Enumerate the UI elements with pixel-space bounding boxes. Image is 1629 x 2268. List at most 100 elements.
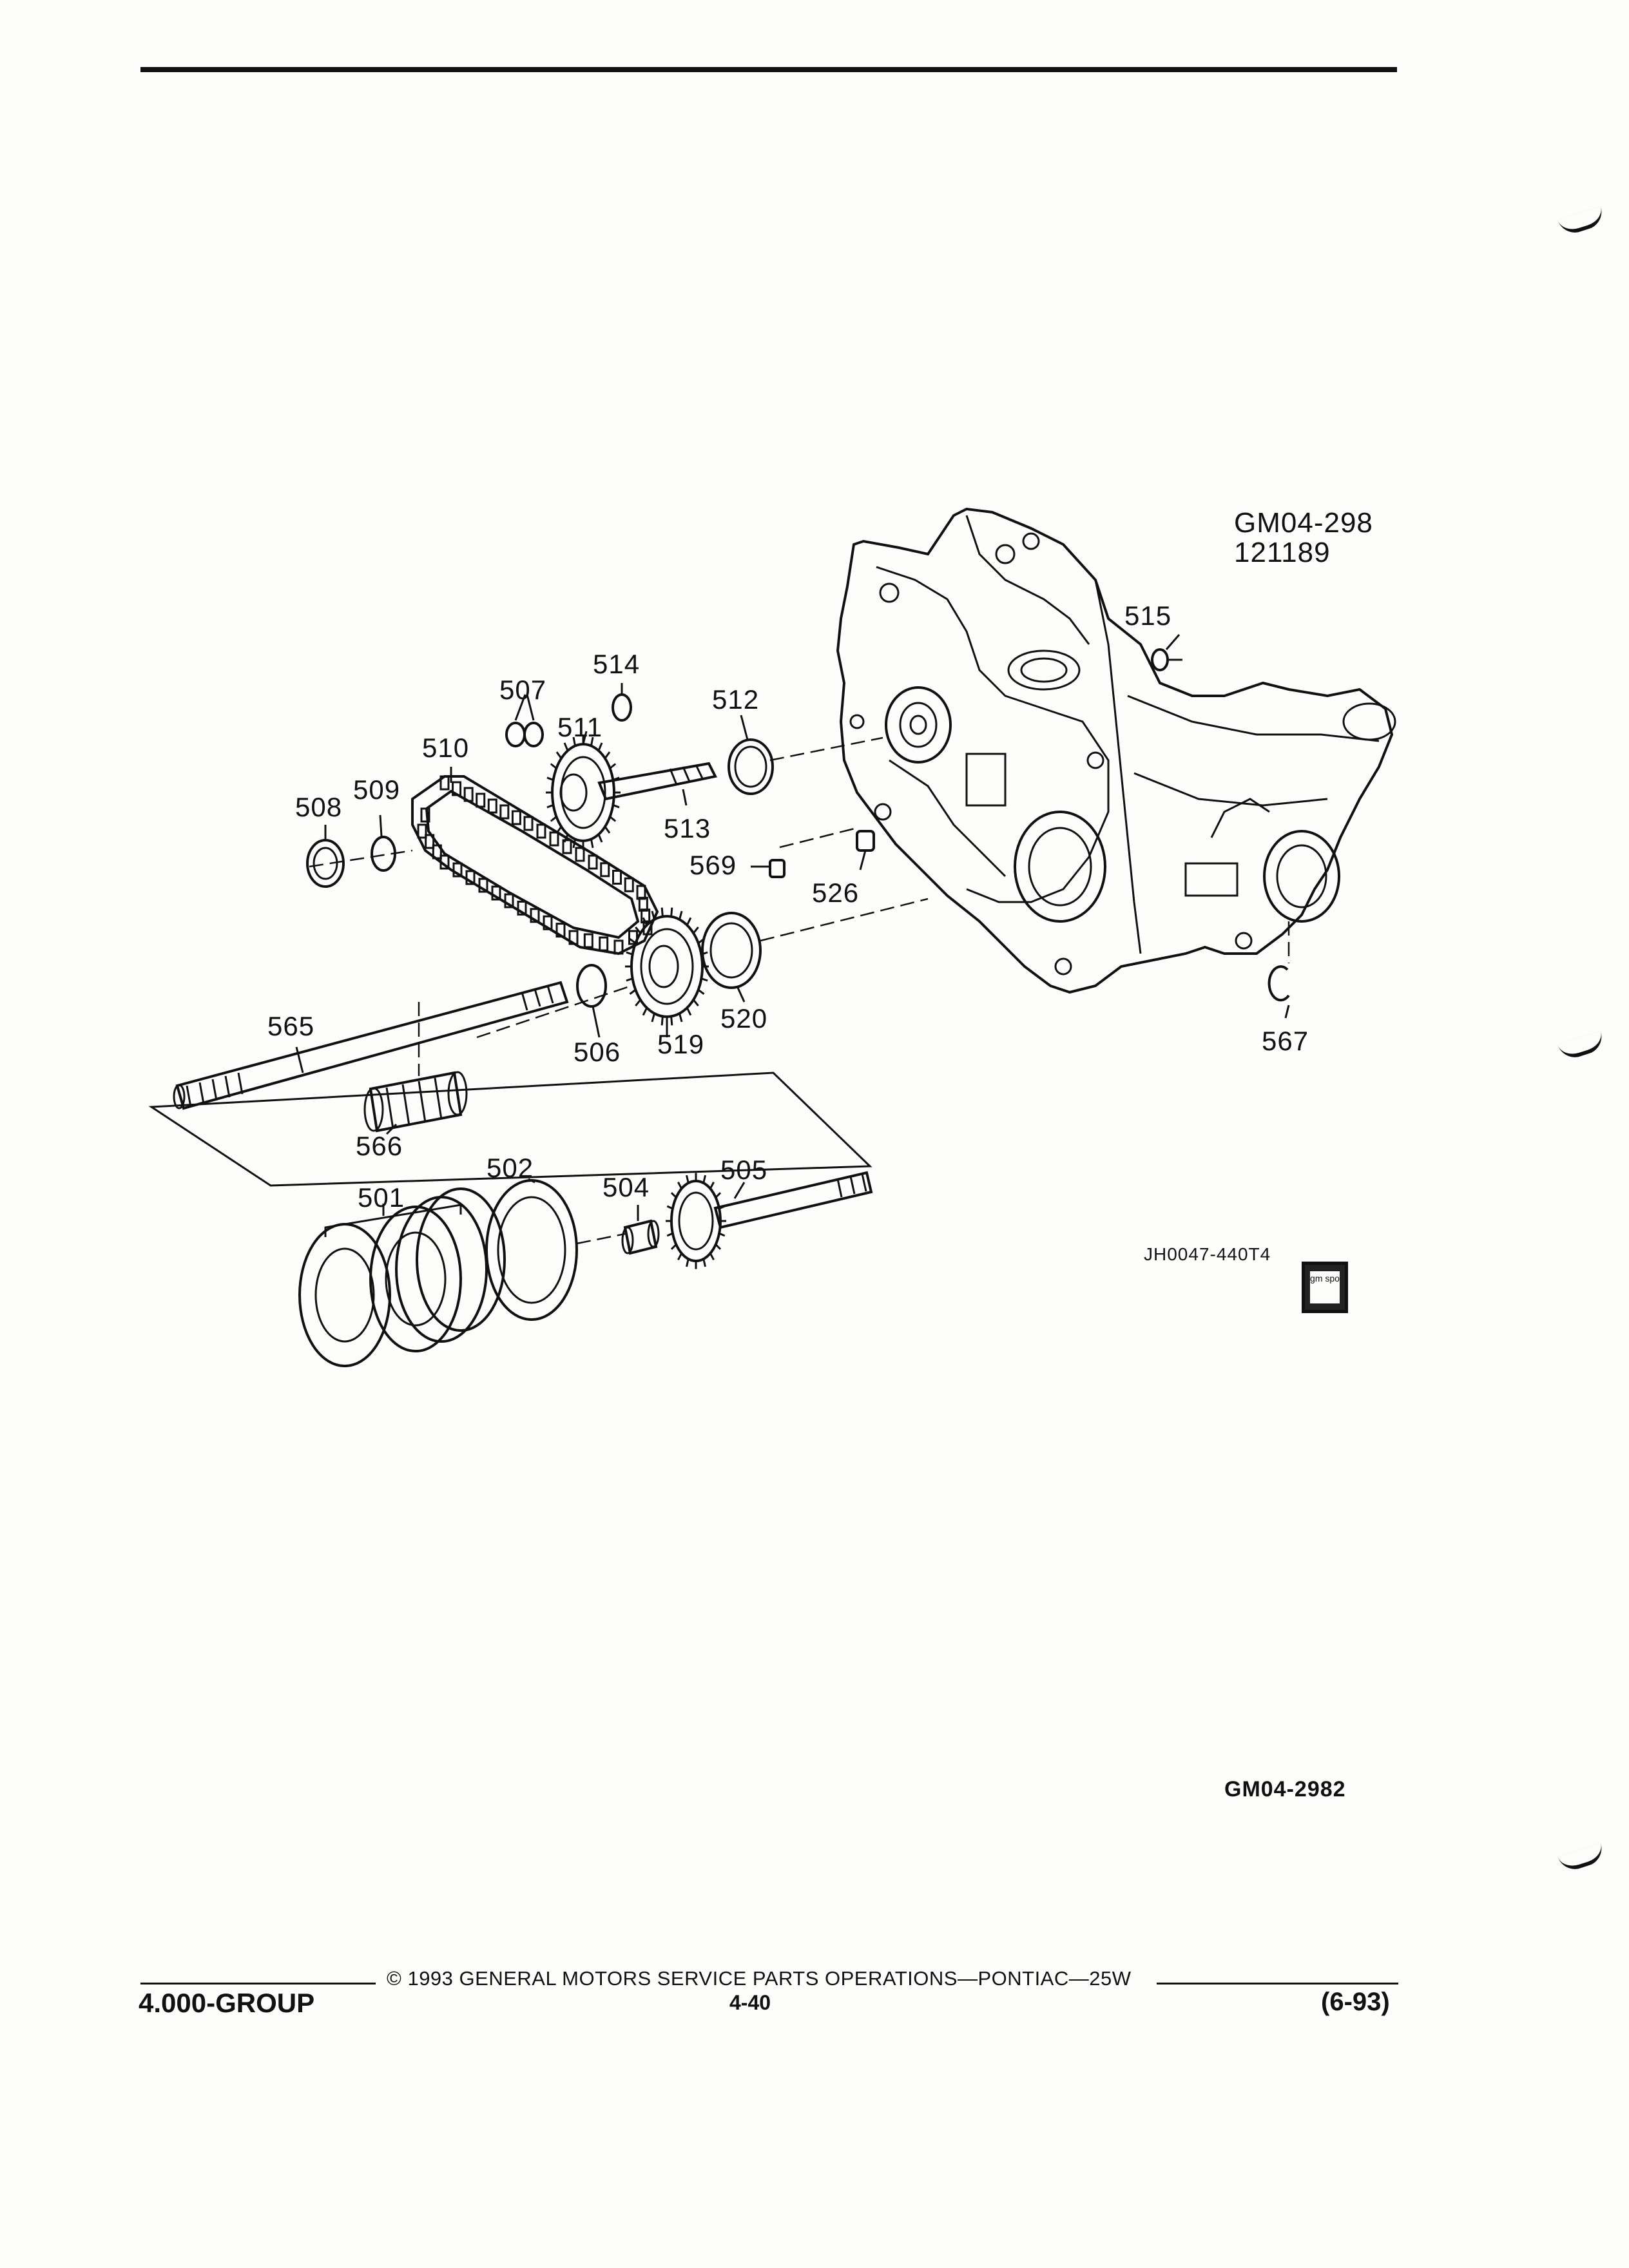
gear-tooth: [693, 927, 699, 934]
callout-520: 520: [720, 1003, 768, 1033]
callout-526: 526: [812, 878, 860, 908]
gear-tooth: [702, 1175, 706, 1184]
chain-link: [425, 834, 435, 849]
gear-tooth: [563, 834, 569, 843]
gear-tooth: [686, 1175, 689, 1184]
callout-508: 508: [295, 792, 343, 822]
gear-tooth: [670, 907, 673, 917]
callout-515: 515: [1124, 601, 1172, 631]
chain-link: [624, 877, 634, 892]
callout-501: 501: [358, 1182, 405, 1213]
gear-tooth: [597, 742, 603, 751]
part-569-plug-drawing: [751, 859, 786, 878]
chain-link: [575, 847, 585, 862]
chain-link: [562, 839, 572, 854]
chain-link: [499, 804, 510, 820]
gear-tooth: [550, 763, 557, 769]
gear-tooth: [702, 1258, 706, 1267]
footer-rule-left: [140, 1983, 376, 1984]
gear-tooth: [590, 839, 594, 849]
gear-tooth: [604, 751, 611, 759]
callout-502: 502: [487, 1153, 534, 1183]
chain-link: [487, 798, 497, 814]
callout-513: 513: [664, 813, 711, 843]
gear-tooth: [670, 1192, 677, 1198]
chain-link: [583, 933, 593, 948]
gear-tooth: [677, 1181, 682, 1189]
chain-link: [478, 878, 488, 893]
gear-tooth: [651, 1013, 655, 1023]
chain-link: [549, 831, 559, 847]
chain-link: [465, 870, 476, 885]
bottom-figure-code: GM04-2982: [1224, 1777, 1346, 1802]
chain-link: [523, 816, 534, 831]
gear-tooth: [635, 927, 641, 934]
chain-link: [543, 915, 553, 930]
callout-505: 505: [720, 1155, 768, 1185]
chain-link: [491, 885, 501, 901]
chain-link: [420, 807, 430, 823]
gear-tooth: [642, 1007, 648, 1016]
part-502-plate-drawing: [485, 1179, 578, 1321]
callout-511: 511: [557, 712, 602, 742]
part-565-shaft-drawing: [173, 981, 569, 1110]
chain-link: [504, 893, 514, 908]
gm-spo-logo-inner: gm spo: [1310, 1271, 1340, 1303]
gear-tooth: [604, 826, 611, 834]
gear-tooth: [718, 1205, 726, 1210]
part-520-drawing: [701, 912, 762, 989]
gear-tooth: [572, 736, 577, 746]
part-507-drawing-a: [505, 722, 526, 747]
part-512-drawing: [728, 738, 774, 795]
callout-566: 566: [356, 1131, 403, 1161]
gear-tooth: [677, 1253, 682, 1261]
gear-tooth: [563, 742, 569, 751]
gear-tooth: [629, 989, 637, 995]
chain-link: [439, 775, 450, 791]
footer-page-number: 4-40: [729, 1991, 771, 2014]
callout-510: 510: [422, 733, 470, 763]
gear-tooth: [597, 834, 603, 843]
figure-code: GM04-298: [1234, 507, 1373, 539]
chain-link: [599, 936, 609, 952]
gear-tooth: [609, 763, 617, 769]
callout-512: 512: [712, 684, 760, 715]
footer-copyright: © 1993 GENERAL MOTORS SERVICE PARTS OPER…: [387, 1967, 1132, 1990]
chain-link: [588, 854, 598, 870]
footer-revision: (6-93): [1321, 1988, 1390, 2016]
callout-514: 514: [593, 649, 641, 679]
chain-link: [439, 854, 450, 870]
chain-link: [432, 844, 442, 860]
callout-565: 565: [267, 1011, 315, 1041]
chain-link: [452, 781, 462, 796]
chain-link: [530, 908, 540, 923]
gear-teeth: [546, 735, 621, 850]
gear-tooth: [709, 1253, 715, 1261]
part-508-drawing: [306, 839, 345, 888]
gear-tooth: [686, 1258, 689, 1267]
callout-569: 569: [689, 850, 737, 880]
gear-tooth: [666, 1205, 673, 1210]
part-526-plug-drawing: [856, 830, 875, 870]
gear-tooth: [679, 1013, 683, 1023]
gear-tooth: [626, 977, 633, 982]
gear-tooth: [572, 839, 577, 849]
gear-tooth: [679, 910, 683, 920]
gear-tooth: [670, 1016, 673, 1026]
gear-tooth: [697, 989, 705, 995]
illustration-ref: JH0047-440T4: [1144, 1244, 1271, 1264]
callout-519: 519: [657, 1029, 705, 1059]
gear-tooth: [709, 1181, 715, 1189]
gear-tooth: [626, 951, 633, 956]
chain-link: [417, 823, 427, 839]
gear-tooth: [546, 804, 554, 809]
gear-teeth: [625, 907, 709, 1026]
part-511-sprocket-drawing: [551, 743, 615, 842]
footer-group: 4.000-GROUP: [139, 1988, 315, 2018]
chain-link: [612, 870, 622, 885]
gear-tooth: [718, 1232, 726, 1237]
chain-link: [600, 862, 610, 878]
gear-tooth: [550, 816, 557, 822]
